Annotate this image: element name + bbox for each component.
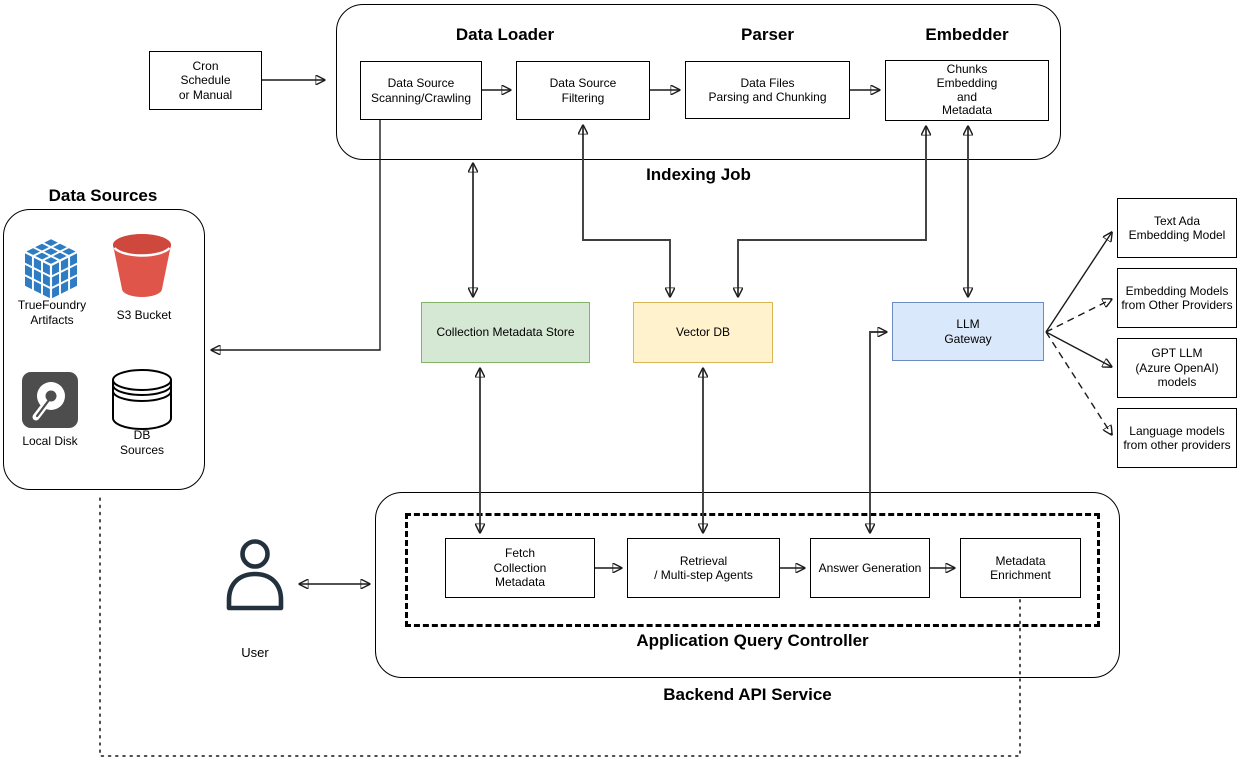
chunks-embedding-box: Chunks Embedding and Metadata bbox=[885, 60, 1049, 121]
retrieval-multistep-agents-box: Retrieval / Multi-step Agents bbox=[627, 538, 780, 598]
scanning-crawling-box: Data Source Scanning/Crawling bbox=[360, 61, 482, 120]
cron-schedule-box: Cron Schedule or Manual bbox=[149, 51, 262, 110]
answer-generation-box: Answer Generation bbox=[810, 538, 930, 598]
local-disk-label: Local Disk bbox=[22, 434, 78, 448]
gpt-llm-azure-openai-box: GPT LLM (Azure OpenAI) models bbox=[1117, 338, 1237, 398]
user-icon bbox=[226, 539, 284, 611]
s3-bucket-label: S3 Bucket bbox=[116, 308, 172, 322]
local-disk-icon bbox=[22, 372, 78, 428]
embedding-models-other-providers-box: Embedding Models from Other Providers bbox=[1117, 268, 1237, 328]
collection-metadata-store-box: Collection Metadata Store bbox=[421, 302, 590, 363]
embedder-heading: Embedder bbox=[925, 25, 1009, 44]
truefoundry-artifacts-label: TrueFoundry Artifacts bbox=[17, 298, 87, 327]
data-sources-title: Data Sources bbox=[48, 186, 158, 205]
indexing-job-label: Indexing Job bbox=[646, 165, 751, 184]
parser-heading: Parser bbox=[741, 25, 794, 44]
user-label: User bbox=[241, 645, 269, 660]
db-cylinder-icon bbox=[112, 369, 172, 430]
db-sources-label: DB Sources bbox=[119, 428, 165, 457]
connector-llm-to-language-models bbox=[1045, 331, 1112, 435]
truefoundry-cube-icon bbox=[22, 237, 80, 301]
metadata-enrichment-box: Metadata Enrichment bbox=[960, 538, 1081, 598]
vector-db-box: Vector DB bbox=[633, 302, 773, 363]
filtering-box: Data Source Filtering bbox=[516, 61, 650, 120]
connector-llm-to-gpt-llm bbox=[1045, 331, 1112, 367]
s3-bucket-icon bbox=[113, 234, 171, 297]
llm-gateway-box: LLM Gateway bbox=[892, 302, 1044, 361]
data-loader-heading: Data Loader bbox=[455, 25, 555, 44]
data-sources-container bbox=[3, 209, 205, 490]
application-query-controller-label: Application Query Controller bbox=[636, 631, 869, 650]
backend-api-service-label: Backend API Service bbox=[663, 685, 832, 704]
parsing-chunking-box: Data Files Parsing and Chunking bbox=[685, 61, 850, 119]
fetch-collection-metadata-box: Fetch Collection Metadata bbox=[445, 538, 595, 598]
connector-llm-to-embedding-models bbox=[1045, 299, 1112, 333]
language-models-other-providers-box: Language models from other providers bbox=[1117, 408, 1237, 468]
connector-llm-to-text-ada bbox=[1045, 232, 1112, 333]
text-ada-embedding-model-box: Text Ada Embedding Model bbox=[1117, 198, 1237, 258]
indexing-job-container bbox=[336, 4, 1061, 160]
